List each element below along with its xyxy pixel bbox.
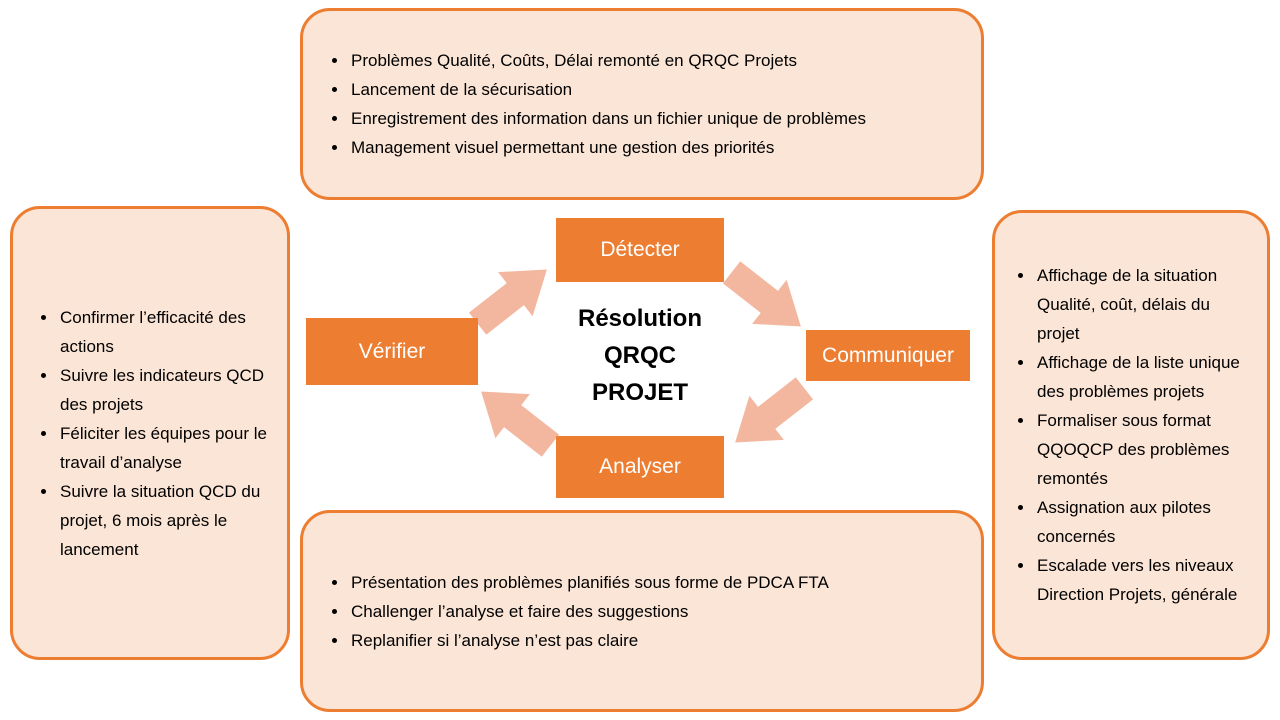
stage-analyser: Analyser	[556, 436, 724, 498]
bullet-item: Confirmer l’efficacité des actions	[58, 303, 273, 361]
bullet-item: Escalade vers les niveaux Direction Proj…	[1035, 551, 1257, 609]
stage-verifier: Vérifier	[306, 318, 478, 385]
center-title-line: Résolution	[578, 305, 702, 332]
center-title-line: QRQC	[604, 342, 676, 369]
bullet-item: Affichage de la situation Qualité, coût,…	[1035, 261, 1257, 348]
callout-analyser-list: Présentation des problèmes planifiés sou…	[303, 568, 981, 655]
bullet-item: Affichage de la liste unique des problèm…	[1035, 348, 1257, 406]
bullet-item: Management visuel permettant une gestion…	[349, 133, 957, 162]
bullet-item: Féliciter les équipes pour le travail d’…	[58, 419, 273, 477]
arrow-communiquer-to-analyser-icon	[715, 365, 823, 468]
bullet-item: Suivre la situation QCD du projet, 6 moi…	[58, 477, 273, 564]
callout-analyser: Présentation des problèmes planifiés sou…	[300, 510, 984, 712]
bullet-item: Replanifier si l’analyse n’est pas clair…	[349, 626, 957, 655]
center-title: Résolution QRQC PROJET	[545, 300, 735, 411]
callout-communiquer: Affichage de la situation Qualité, coût,…	[992, 210, 1270, 660]
bullet-item: Challenger l’analyse et faire des sugges…	[349, 597, 957, 626]
bullet-item: Lancement de la sécurisation	[349, 75, 957, 104]
stage-communiquer: Communiquer	[806, 330, 970, 381]
bullet-item: Problèmes Qualité, Coûts, Délai remonté …	[349, 46, 957, 75]
arrow-analyser-to-verifier-icon	[461, 367, 569, 470]
center-title-line: PROJET	[591, 379, 689, 406]
stage-detecter: Détecter	[556, 218, 724, 282]
bullet-item: Présentation des problèmes planifiés sou…	[349, 568, 957, 597]
bullet-item: Assignation aux pilotes concernés	[1035, 493, 1257, 551]
callout-communiquer-list: Affichage de la situation Qualité, coût,…	[995, 261, 1267, 609]
callout-detecter-list: Problèmes Qualité, Coûts, Délai remonté …	[303, 46, 981, 162]
callout-verifier: Confirmer l’efficacité des actions Suivr…	[10, 206, 290, 660]
bullet-item: Suivre les indicateurs QCD des projets	[58, 361, 273, 419]
bullet-item: Enregistrement des information dans un f…	[349, 104, 957, 133]
arrow-detecter-to-communiquer-icon	[713, 249, 821, 352]
bullet-item: Formaliser sous format QQOQCP des problè…	[1035, 406, 1257, 493]
callout-detecter: Problèmes Qualité, Coûts, Délai remonté …	[300, 8, 984, 200]
arrow-verifier-to-detecter-icon	[459, 245, 567, 348]
callout-verifier-list: Confirmer l’efficacité des actions Suivr…	[13, 303, 287, 564]
